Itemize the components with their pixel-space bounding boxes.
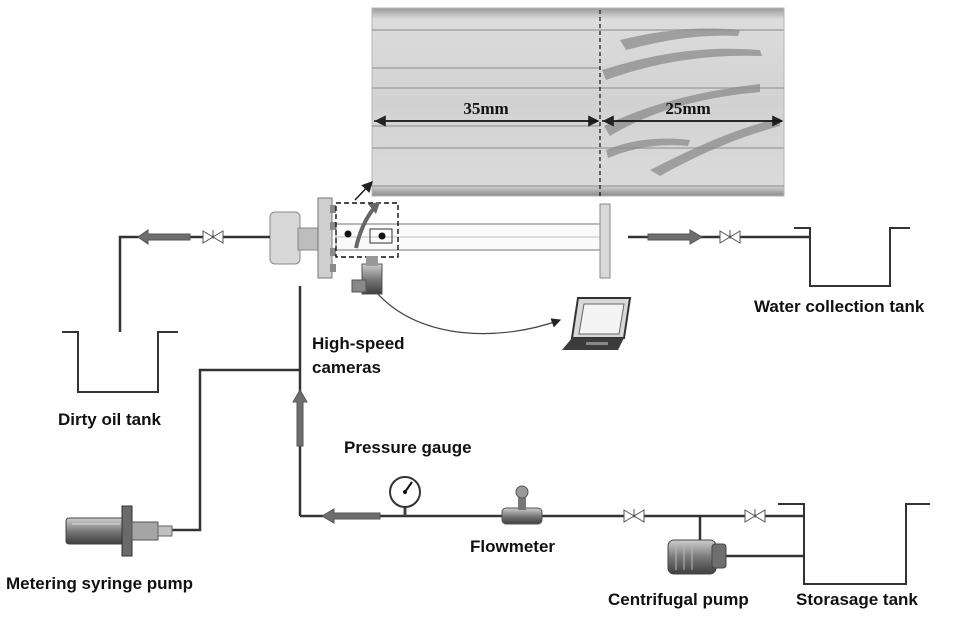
flow-arrow-right [647,229,703,245]
photo-inset: 35mm 25mm [371,7,785,197]
syringe-line [172,368,300,532]
syringe-pump-icon [65,505,173,557]
flow-arrow-left [137,229,191,245]
flow-arrow-up [292,389,308,447]
test-section [269,197,611,279]
label-water-collection-tank: Water collection tank [754,297,925,316]
centrifugal-pump-icon [667,516,804,575]
camera-to-laptop-arrow [377,293,562,335]
label-dirty-oil-tank: Dirty oil tank [58,410,161,429]
label-storage-tank: Storasage tank [796,590,918,609]
valve-icon-bottom-1 [623,509,645,523]
camera-icon [351,256,383,295]
oil-wisps [602,28,780,176]
drain-line-left [118,229,270,332]
label-metering-syringe-pump: Metering syringe pump [6,574,194,593]
dimension-35mm: 35mm [463,99,508,118]
label-flowmeter: Flowmeter [470,537,556,556]
label-high-speed: High-speed [312,334,405,353]
storage-tank [778,503,930,585]
label-centrifugal-pump: Centrifugal pump [608,590,749,609]
valve-icon-right [719,230,741,244]
inlet-housing [269,211,301,265]
pressure-gauge-icon [389,476,421,516]
inlet-flange [317,197,333,279]
valve-icon-bottom-2 [744,509,766,523]
label-pressure-gauge: Pressure gauge [344,438,472,457]
water-collection-tank [794,227,910,287]
photo-background [372,8,784,196]
outlet-flange [599,203,611,279]
flow-arrow-bottom [321,508,381,524]
dirty-oil-tank [62,331,178,393]
dimension-25mm: 25mm [665,99,710,118]
label-cameras: cameras [312,358,382,377]
laptop-icon [562,297,632,350]
zoom-arrow [354,180,373,201]
valve-icon-left [202,230,224,244]
flowmeter-icon [501,485,543,525]
outlet-line-right [628,229,810,245]
